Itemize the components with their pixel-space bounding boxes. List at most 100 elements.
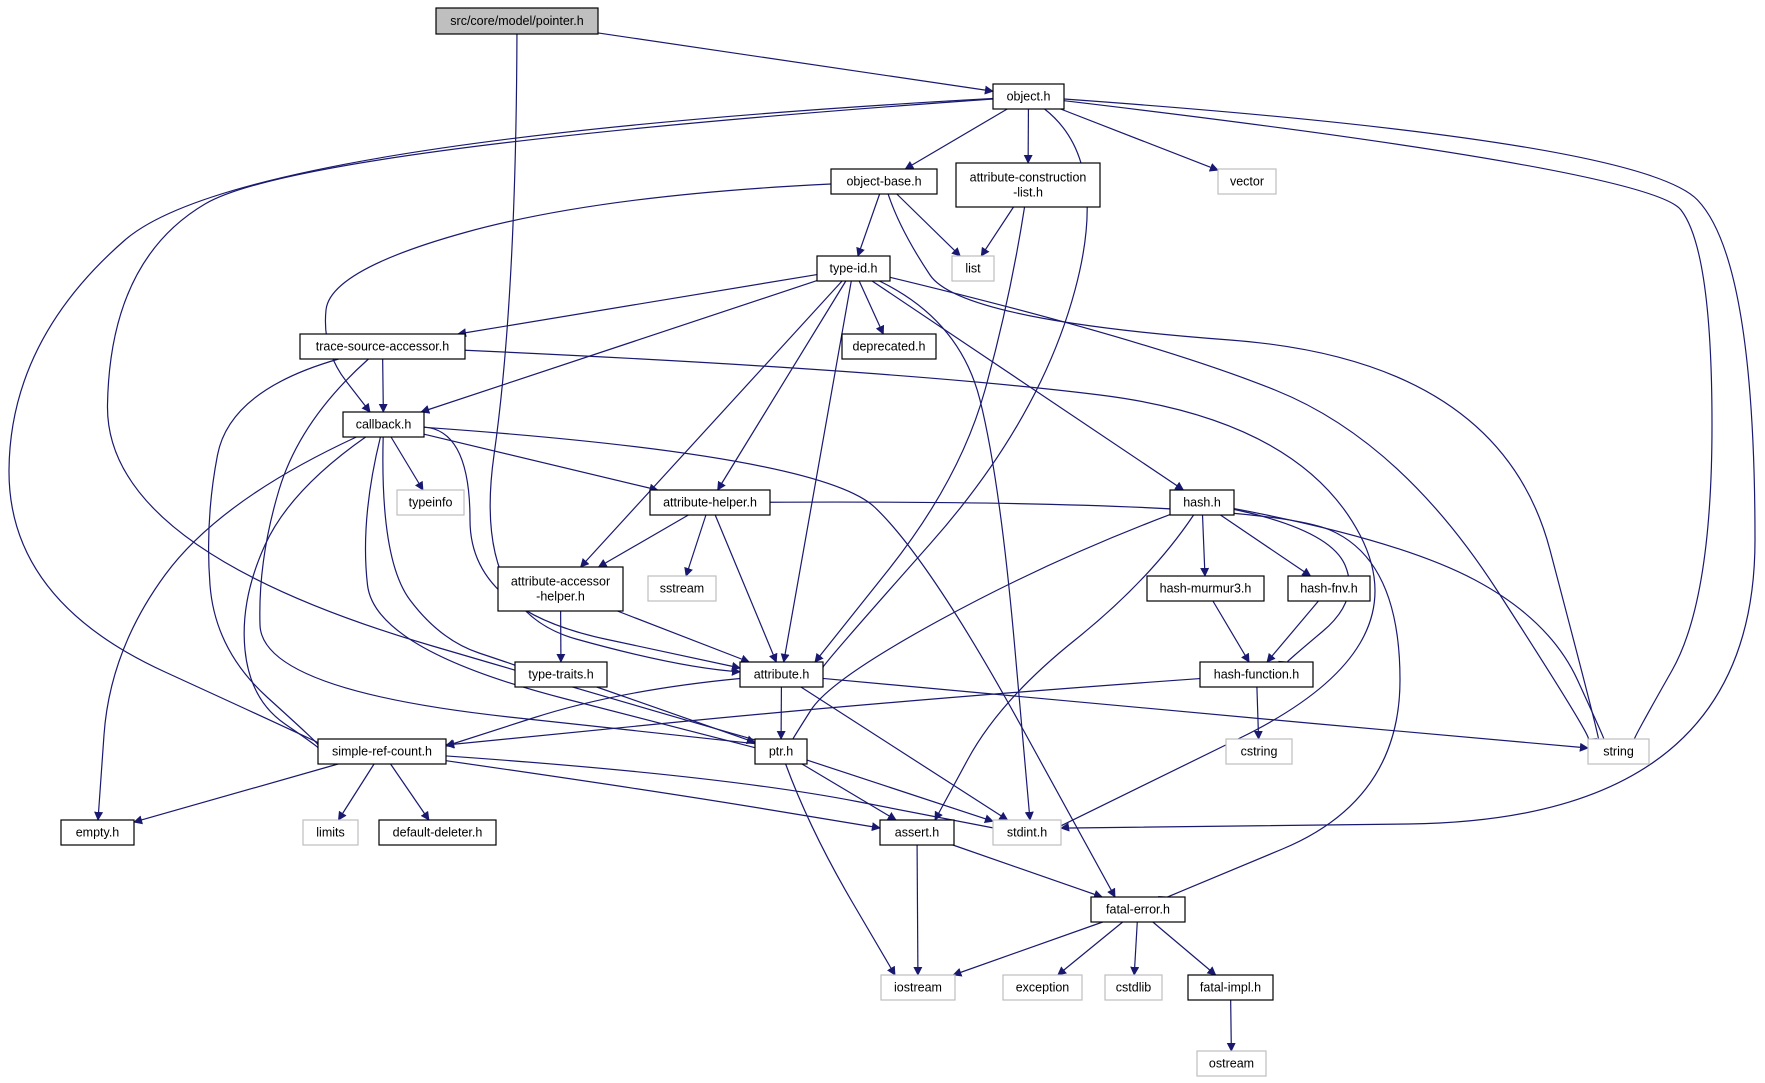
node-label-empty: empty.h <box>76 826 120 840</box>
node-label-attracc: attribute-accessor <box>511 575 610 589</box>
node-fnv[interactable]: hash-fnv.h <box>1287 575 1371 602</box>
edge-typeid-to-string <box>889 276 1598 747</box>
edge-typeid-to-attribute <box>780 280 852 663</box>
node-box-list <box>951 255 995 282</box>
node-label-defdel: default-deleter.h <box>393 826 483 840</box>
edge-simpleref-to-empty <box>133 763 339 825</box>
node-label-attrcons: attribute-construction <box>970 171 1087 185</box>
edge-assert-to-fatalerr <box>952 844 1103 899</box>
edge-typeid-to-callback <box>420 280 818 414</box>
edge-callback-to-fatalerr <box>423 426 1116 898</box>
edge-assert-to-iostream <box>913 844 923 976</box>
node-box-attracc <box>497 566 624 612</box>
edge-simpleref-to-defdel <box>390 763 430 821</box>
edge-callback-to-attrhelper <box>423 433 659 493</box>
node-object[interactable]: object.h <box>992 83 1065 110</box>
node-label-vector: vector <box>1230 175 1264 189</box>
node-tracesrc[interactable]: trace-source-accessor.h <box>299 333 466 360</box>
node-label-attrcons: -list.h <box>1013 186 1043 200</box>
node-attribute[interactable]: attribute.h <box>739 661 824 688</box>
node-exception: exception <box>1002 974 1083 1001</box>
node-box-object <box>992 83 1065 110</box>
edge-objectbase-to-string <box>887 193 1608 747</box>
node-ptr[interactable]: ptr.h <box>754 738 808 765</box>
node-label-object: object.h <box>1007 90 1051 104</box>
node-simpleref[interactable]: simple-ref-count.h <box>317 738 447 765</box>
node-typeid[interactable]: type-id.h <box>816 255 891 282</box>
edge-fatalimpl-to-ostream <box>1226 999 1236 1052</box>
node-objectbase[interactable]: object-base.h <box>830 168 938 195</box>
node-box-fatalimpl <box>1187 974 1274 1001</box>
edge-typetraits-to-ptr <box>596 686 756 744</box>
node-hashfunc[interactable]: hash-function.h <box>1199 661 1314 688</box>
edge-fatalerr-to-cstdlib <box>1130 921 1140 976</box>
node-box-ostream <box>1196 1050 1267 1077</box>
edge-typeid-to-deprecated <box>858 280 885 335</box>
edge-simpleref-to-stdint <box>445 755 1002 834</box>
node-box-fnv <box>1287 575 1371 602</box>
edge-attribute-to-string <box>822 677 1589 752</box>
node-fatalimpl[interactable]: fatal-impl.h <box>1187 974 1274 1001</box>
node-box-callback <box>342 411 425 438</box>
edge-attrcons-to-attribute <box>814 206 1026 663</box>
node-label-objectbase: object-base.h <box>846 175 921 189</box>
node-attrcons[interactable]: attribute-construction-list.h <box>955 162 1101 208</box>
edge-pointer-to-attribute <box>489 33 741 676</box>
node-label-attracc: -helper.h <box>536 590 585 604</box>
edge-object-to-objectbase <box>904 108 1008 170</box>
node-pointer[interactable]: src/core/model/pointer.h <box>435 7 599 35</box>
edge-hashfunc-to-simpleref <box>445 677 1201 749</box>
node-label-ptr: ptr.h <box>769 745 793 759</box>
edge-attrhelper-to-sstream <box>684 514 707 577</box>
node-hash[interactable]: hash.h <box>1169 489 1235 516</box>
node-assert[interactable]: assert.h <box>879 819 955 846</box>
node-list: list <box>951 255 995 282</box>
node-deprecated[interactable]: deprecated.h <box>841 333 937 360</box>
node-box-objectbase <box>830 168 938 195</box>
edge-hash-to-murmur <box>1200 514 1210 577</box>
node-murmur[interactable]: hash-murmur3.h <box>1146 575 1265 602</box>
edges-layer <box>8 32 1756 1052</box>
node-label-ostream: ostream <box>1209 1057 1254 1071</box>
node-label-typetraits: type-traits.h <box>528 668 593 682</box>
node-callback[interactable]: callback.h <box>342 411 425 438</box>
edge-callback-to-attribute <box>423 426 741 671</box>
node-label-simpleref: simple-ref-count.h <box>332 745 432 759</box>
node-stdint: stdint.h <box>992 819 1062 846</box>
edge-object-to-string <box>1063 100 1713 748</box>
edge-callback-to-typetraits <box>382 436 524 672</box>
edge-attracc-to-attribute <box>617 610 751 664</box>
edge-callback-to-simpleref <box>243 436 367 753</box>
edge-simpleref-to-limits <box>337 763 375 821</box>
node-attrhelper[interactable]: attribute-helper.h <box>649 489 771 516</box>
node-label-exception: exception <box>1016 981 1070 995</box>
node-label-typeid: type-id.h <box>830 262 878 276</box>
node-attracc[interactable]: attribute-accessor-helper.h <box>497 566 624 612</box>
node-box-murmur <box>1146 575 1265 602</box>
edge-object-to-stdint <box>1060 98 1756 832</box>
node-box-ptr <box>754 738 808 765</box>
node-box-typeid <box>816 255 891 282</box>
node-label-assert: assert.h <box>895 826 940 840</box>
node-typetraits[interactable]: type-traits.h <box>514 661 608 688</box>
node-label-string: string <box>1603 745 1634 759</box>
node-box-attribute <box>739 661 824 688</box>
node-empty[interactable]: empty.h <box>60 819 135 846</box>
node-fatalerr[interactable]: fatal-error.h <box>1090 896 1186 923</box>
edge-attrhelper-to-fatalerr <box>769 501 1401 905</box>
node-label-murmur: hash-murmur3.h <box>1160 582 1252 596</box>
edge-callback-to-empty <box>94 436 357 821</box>
edge-ptr-to-stdint <box>806 759 994 824</box>
node-defdel[interactable]: default-deleter.h <box>378 819 497 846</box>
edge-ptr-to-iostream <box>785 763 896 976</box>
edge-tracesrc-to-simpleref <box>207 358 339 751</box>
node-box-cstdlib <box>1104 974 1163 1001</box>
node-label-limits: limits <box>316 826 344 840</box>
edge-objectbase-to-callback <box>324 183 832 413</box>
edge-pointer-to-object <box>597 32 994 95</box>
node-box-cstring <box>1225 738 1293 765</box>
node-box-simpleref <box>317 738 447 765</box>
node-box-hash <box>1169 489 1235 516</box>
node-box-limits <box>302 819 359 846</box>
